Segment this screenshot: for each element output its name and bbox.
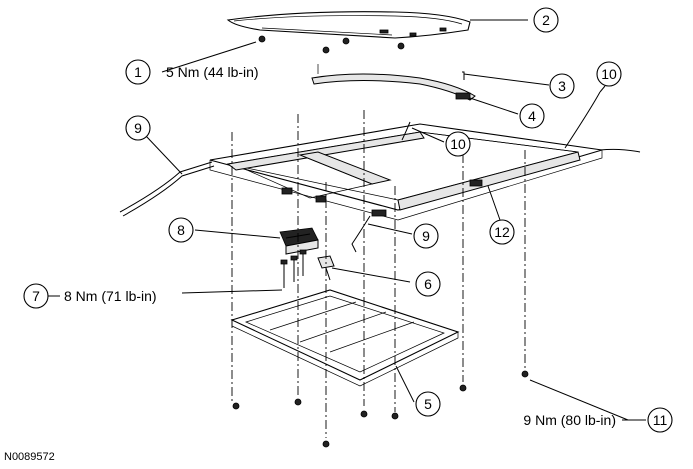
callout-7-torque: 8 Nm (71 lb-in) bbox=[64, 288, 157, 304]
callout-10-center-number: 10 bbox=[450, 136, 466, 152]
callout-2-number: 2 bbox=[542, 12, 550, 28]
callout-1: 1 5 Nm (44 lb-in) bbox=[125, 59, 259, 85]
callout-11: 11 9 Nm (80 lb-in) bbox=[523, 407, 673, 433]
callout-4-number: 4 bbox=[528, 108, 536, 124]
callout-5-number: 5 bbox=[424, 396, 432, 412]
wind-deflector bbox=[311, 64, 476, 101]
callout-12-number: 12 bbox=[494, 224, 510, 240]
callout-7: 7 8 Nm (71 lb-in) bbox=[23, 283, 157, 309]
sunroof-frame bbox=[209, 123, 603, 221]
callout-10-center: 10 bbox=[445, 131, 471, 157]
callout-10-right-number: 10 bbox=[601, 66, 617, 82]
mounting-bolts bbox=[231, 110, 529, 448]
callout-9-left: 9 bbox=[125, 115, 151, 141]
callout-4: 4 bbox=[519, 103, 545, 129]
callout-3-number: 3 bbox=[558, 78, 566, 94]
callout-6: 6 bbox=[415, 271, 441, 297]
callout-10-right: 10 bbox=[596, 61, 622, 87]
callout-2: 2 bbox=[533, 7, 559, 33]
glass-panel bbox=[226, 11, 471, 39]
callout-9-right: 9 bbox=[413, 223, 439, 249]
callout-3: 3 bbox=[549, 73, 575, 99]
motor-bolts bbox=[280, 249, 307, 288]
callout-11-number: 11 bbox=[653, 412, 668, 428]
callout-9-right-number: 9 bbox=[422, 228, 430, 244]
callout-12: 12 bbox=[489, 219, 515, 245]
callout-1-torque: 5 Nm (44 lb-in) bbox=[166, 64, 259, 80]
deflector-clip bbox=[462, 71, 465, 80]
sunshade-tray bbox=[230, 289, 460, 387]
callout-6-number: 6 bbox=[424, 276, 432, 292]
callout-5: 5 bbox=[415, 391, 441, 417]
callout-11-torque: 9 Nm (80 lb-in) bbox=[523, 412, 616, 428]
glass-panel-nuts bbox=[258, 35, 405, 54]
callout-8-number: 8 bbox=[177, 222, 185, 238]
callout-9-left-number: 9 bbox=[134, 120, 142, 136]
callout-8: 8 bbox=[168, 217, 194, 243]
figure-id: N0089572 bbox=[4, 451, 55, 463]
sunroof-motor bbox=[279, 227, 319, 255]
callout-1-number: 1 bbox=[134, 64, 142, 80]
callout-7-number: 7 bbox=[32, 288, 40, 304]
leader-lines bbox=[145, 19, 646, 421]
